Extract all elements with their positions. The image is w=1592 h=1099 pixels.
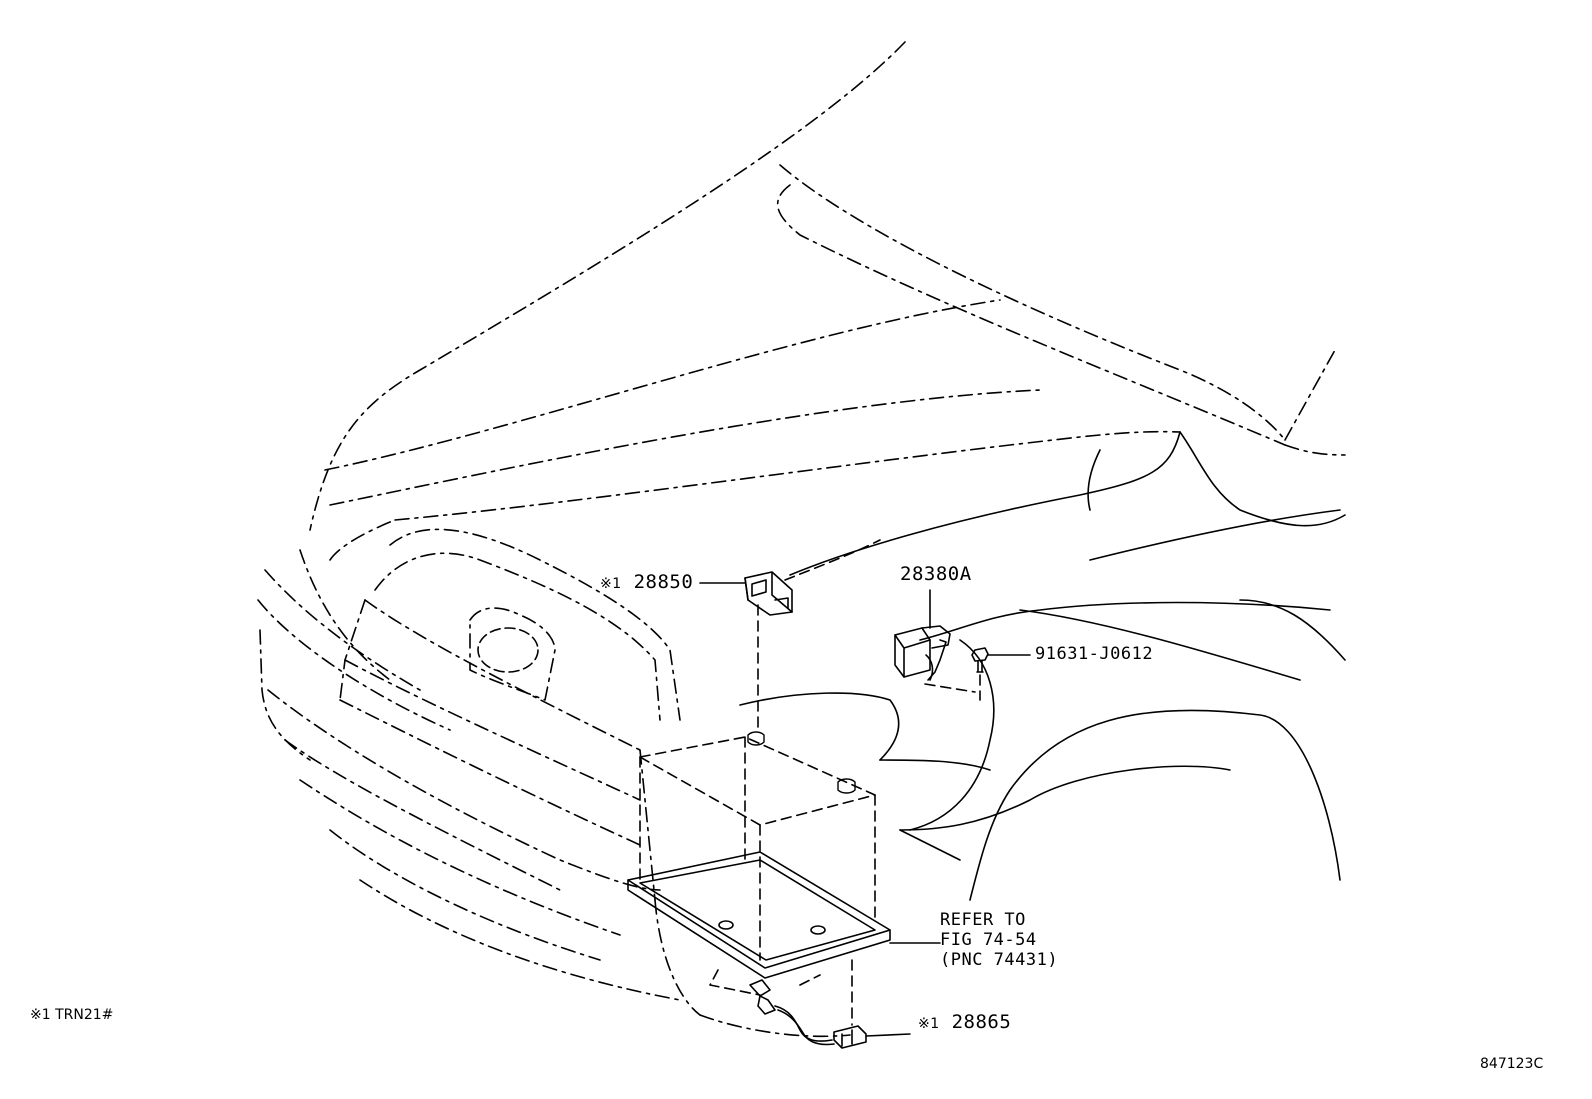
part-28865-graphic (749, 959, 911, 1049)
figure-code: 847123C (1480, 1056, 1544, 1072)
hood-outline (309, 41, 1346, 561)
emblem (469, 607, 556, 701)
part-91631-graphic (971, 647, 1031, 701)
refer-note: REFER TO FIG 74-54 (PNC 74431) (940, 910, 1058, 970)
callout-28865: ※1 28865 (918, 1013, 1011, 1032)
part-28850-graphic (699, 539, 881, 731)
callout-28850-prefix: ※1 (600, 576, 622, 592)
hood-front-edge (329, 389, 1181, 521)
callout-28850: ※1 28850 (600, 573, 693, 592)
grille-outline (257, 528, 681, 1001)
callout-28380A: 28380A (900, 565, 972, 584)
callout-91631: 91631-J0612 (1035, 646, 1153, 663)
refer-line-1: REFER TO (940, 910, 1026, 930)
refer-line-3: (PNC 74431) (940, 950, 1059, 970)
callout-28380A-number: 28380A (900, 563, 972, 585)
battery-outline (639, 736, 876, 961)
battery-tray (627, 851, 891, 996)
callout-28850-number: 28850 (633, 571, 694, 593)
battery-terminals (747, 731, 856, 794)
callout-91631-number: 91631-J0612 (1035, 644, 1154, 664)
callout-28865-prefix: ※1 (918, 1016, 940, 1032)
footnote: ※1 TRN21# (30, 1007, 114, 1023)
fender-lines (739, 431, 1346, 901)
refer-line-2: FIG 74-54 (940, 930, 1037, 950)
callout-28865-number: 28865 (951, 1011, 1012, 1033)
part-28380A-graphic (894, 589, 976, 693)
